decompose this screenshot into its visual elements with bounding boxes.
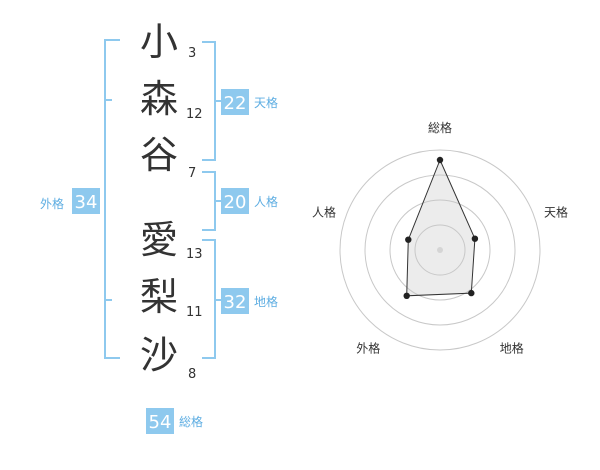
radar-area [406, 158, 476, 297]
radar-point-4 [403, 292, 410, 299]
name-char-1: 小 [140, 20, 178, 64]
soukaku-score-box [146, 408, 174, 434]
radar-series [403, 156, 479, 299]
radar-ring-3 [364, 174, 516, 326]
gaikaku-score: 外格 34 [40, 188, 100, 214]
chikaku-bracket [202, 239, 222, 359]
tenkaku-score-box [221, 89, 249, 115]
radar-ring-4 [339, 149, 541, 351]
stroke-count-6: 8 [188, 367, 196, 382]
name-characters: 小 3 森 12 谷 7 愛 13 梨 11 沙 8 [140, 20, 203, 382]
name-char-6: 沙 [140, 333, 178, 377]
jinkaku-score-box [221, 188, 249, 214]
stroke-count-4: 13 [186, 247, 203, 262]
chikaku-score-box [221, 288, 249, 314]
name-char-5: 梨 [140, 275, 178, 319]
radar-point-5 [405, 236, 412, 243]
stroke-count-2: 12 [186, 107, 203, 122]
name-char-3: 谷 [140, 133, 178, 177]
radar-axis-label-4: 外格 [356, 341, 380, 356]
radar-axis-label-5: 人格 [312, 204, 336, 219]
tenkaku-bracket [202, 41, 222, 161]
gaikaku-bracket [104, 39, 120, 359]
stroke-count-5: 11 [186, 305, 203, 320]
radar-point-3 [468, 289, 475, 297]
radar-ring-1 [414, 224, 466, 276]
radar-axis-label-1: 総格 [428, 120, 452, 135]
radar-center [437, 247, 443, 253]
soukaku-score-value: 54 [149, 412, 172, 433]
jinkaku-score-label: 人格 [254, 194, 278, 209]
radar-point-2 [471, 235, 479, 242]
radar-point-1 [436, 156, 444, 164]
jinkaku-score-value: 20 [224, 192, 247, 213]
radar-ring-2 [389, 199, 491, 301]
radar-grid [339, 149, 541, 351]
stroke-count-1: 3 [188, 46, 196, 61]
gaikaku-score-value: 34 [75, 192, 98, 213]
stroke-count-3: 7 [188, 166, 196, 181]
soukaku-score: 54 総格 [146, 408, 203, 434]
chikaku-score-label: 地格 [254, 294, 278, 309]
tenkaku-score-label: 天格 [254, 95, 278, 110]
jinkaku-score: 20 人格 [221, 188, 278, 214]
grouping-brackets [104, 39, 222, 359]
chikaku-score: 32 地格 [221, 288, 278, 314]
jinkaku-bracket [202, 171, 222, 231]
gaikaku-score-label: 外格 [40, 196, 64, 211]
radar-axis-label-2: 天格 [544, 204, 568, 219]
name-char-4: 愛 [140, 218, 178, 262]
soukaku-score-label: 総格 [179, 414, 203, 429]
tenkaku-score: 22 天格 [221, 89, 278, 115]
chikaku-score-value: 32 [224, 292, 247, 313]
radar-axis-label-3: 地格 [500, 341, 524, 356]
tenkaku-score-value: 22 [224, 93, 247, 114]
name-char-2: 森 [140, 77, 178, 121]
gaikaku-score-box [72, 188, 100, 214]
